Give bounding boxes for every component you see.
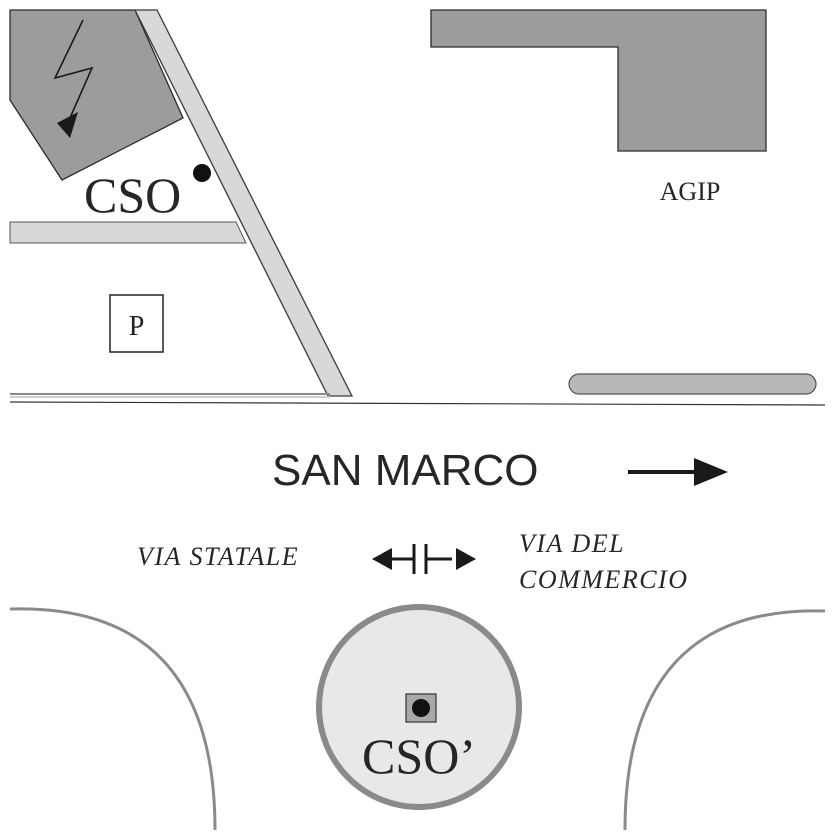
lightning-bolt-icon — [53, 19, 94, 138]
side-street — [9, 221, 247, 244]
agip-building — [430, 9, 767, 152]
curb-left — [9, 607, 217, 831]
location-dot-icon — [193, 164, 211, 182]
parking-sign — [109, 294, 164, 353]
electrical-building — [9, 9, 184, 181]
road-divider-icon — [372, 544, 476, 574]
parking-label: P — [129, 311, 145, 342]
curb-right — [623, 609, 826, 831]
via-del-commercio-label-line2: COMMERCIO — [519, 565, 688, 594]
arrow-right-icon — [628, 458, 728, 486]
san-marco-label: SAN MARCO — [272, 446, 538, 495]
cso-bottom-label: CSO’ — [362, 728, 476, 784]
cso-top-label: CSO — [84, 167, 181, 223]
traffic-island — [568, 373, 817, 395]
via-statale-label: VIA STATALE — [137, 542, 299, 571]
diagonal-road — [133, 9, 354, 397]
via-del-commercio-label-line1: VIA DEL — [519, 529, 625, 558]
agip-label: AGIP — [660, 177, 721, 206]
main-road-edge — [9, 401, 826, 406]
location-dot-icon — [412, 699, 430, 717]
